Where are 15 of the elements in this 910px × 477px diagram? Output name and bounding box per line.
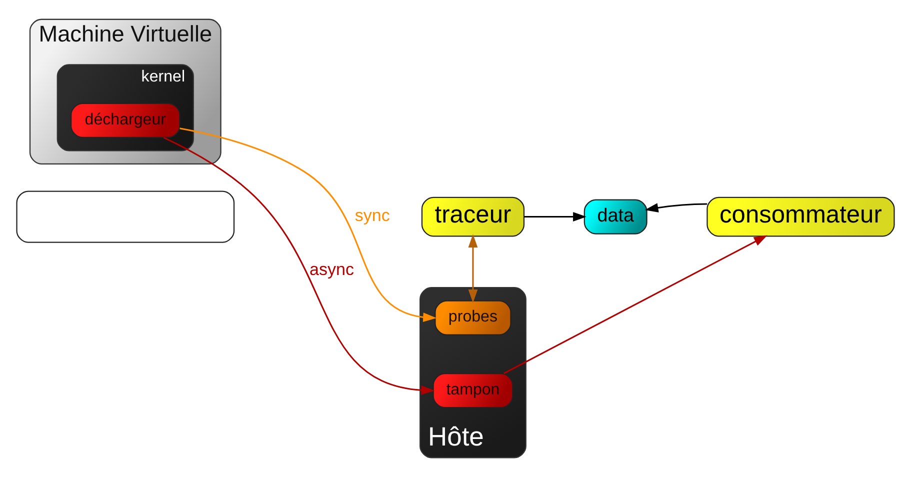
edge-label: sync: [354, 206, 390, 225]
arrow: [524, 212, 586, 222]
node-box: probes: [434, 300, 511, 336]
arrow: [468, 234, 478, 303]
node-box: déchargeur: [70, 102, 180, 138]
arrow: [503, 235, 767, 374]
edge-label: async: [309, 260, 354, 279]
node-box: traceur: [420, 196, 524, 237]
node-box: tampon: [432, 373, 513, 408]
node-box: data: [583, 199, 647, 234]
node-box: [16, 190, 234, 243]
arrow: [179, 128, 436, 322]
arrow: [644, 203, 707, 212]
node-box: consommateur: [706, 196, 894, 237]
arrow: [162, 136, 434, 395]
